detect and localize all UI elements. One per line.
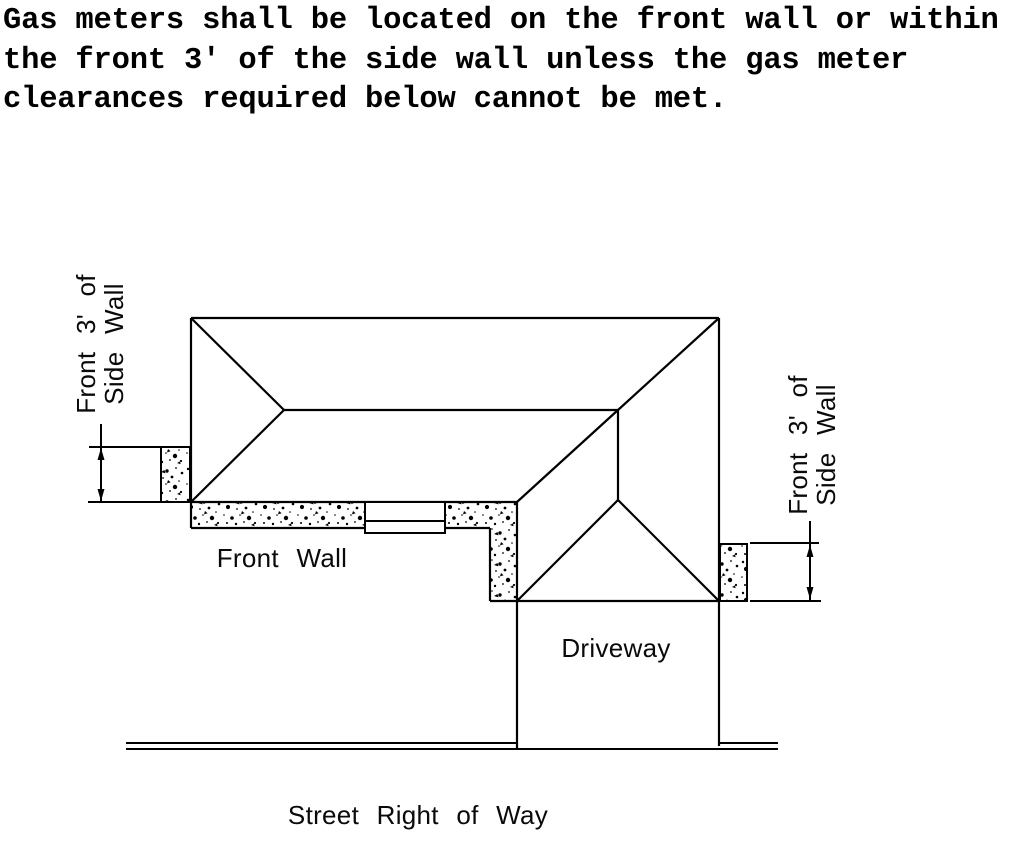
street-right-of-way-label: Street Right of Way — [288, 800, 548, 830]
right-dimension — [750, 521, 821, 602]
note-line-1: Gas meters shall be located on the front… — [3, 4, 999, 38]
wing-hip-right — [617, 499, 720, 602]
front-wall-stipple-strip — [191, 502, 517, 528]
left-dimension-label: Front 3' of Side Wall — [71, 274, 129, 414]
left-dim-label-line-2: Side Wall — [99, 283, 129, 405]
right-dim-arrow-up — [806, 545, 814, 557]
house-roof-outline — [189, 316, 721, 748]
hip-front-left — [190, 409, 285, 503]
gas-meter-code-note: Gas meters shall be located on the front… — [3, 2, 999, 121]
wing-hip-left — [516, 499, 619, 602]
left-dim-label-line-1: Front 3' of — [71, 274, 101, 414]
right-dimension-label: Front 3' of Side Wall — [783, 375, 841, 515]
meter-zone-front-wall — [191, 502, 517, 601]
note-line-2: the front 3' of the side wall unless the… — [3, 43, 909, 78]
meter-zone-left-side-wall — [160, 446, 191, 503]
right-dim-label-line-2: Side Wall — [811, 384, 841, 506]
wing-side-stipple-strip — [490, 528, 517, 601]
right-dim-label-line-1: Front 3' of — [783, 375, 813, 515]
right-dim-arrow-down — [806, 587, 814, 599]
door-symbol-upper-rect — [364, 501, 446, 522]
left-dim-arrow-up — [97, 448, 105, 460]
hip-rear-left — [190, 317, 285, 411]
front-door-symbol — [364, 501, 446, 534]
left-dimension — [88, 424, 160, 503]
valley-front-center — [516, 409, 619, 503]
door-symbol-lower-rect — [364, 520, 446, 534]
driveway-label: Driveway — [561, 633, 670, 663]
note-line-3: clearances required below cannot be met. — [3, 83, 728, 117]
front-wall-label: Front Wall — [217, 543, 348, 573]
left-dim-arrow-down — [97, 489, 105, 501]
meter-zone-right-side-wall — [719, 543, 748, 602]
hip-rear-right — [617, 317, 720, 411]
street-right-of-way-lines — [126, 742, 778, 750]
